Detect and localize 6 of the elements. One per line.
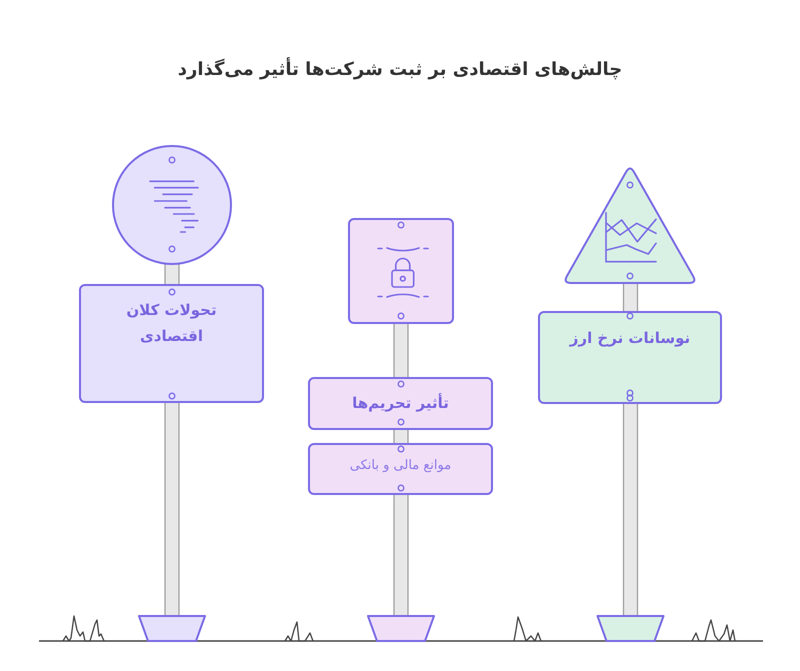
square-sign [348,218,454,324]
sign-board: موانع مالی و بانکی [308,443,493,495]
title: چالش‌های اقتصادی بر ثبت شرکت‌ها تأثیر می‌گذارد [178,57,622,82]
sign-board: نوسانات نرخ ارز [538,311,722,404]
sign-board: تحولات کلان اقتصادی [79,284,264,403]
sign-board: تأثیر تحریم‌ها [308,377,493,430]
